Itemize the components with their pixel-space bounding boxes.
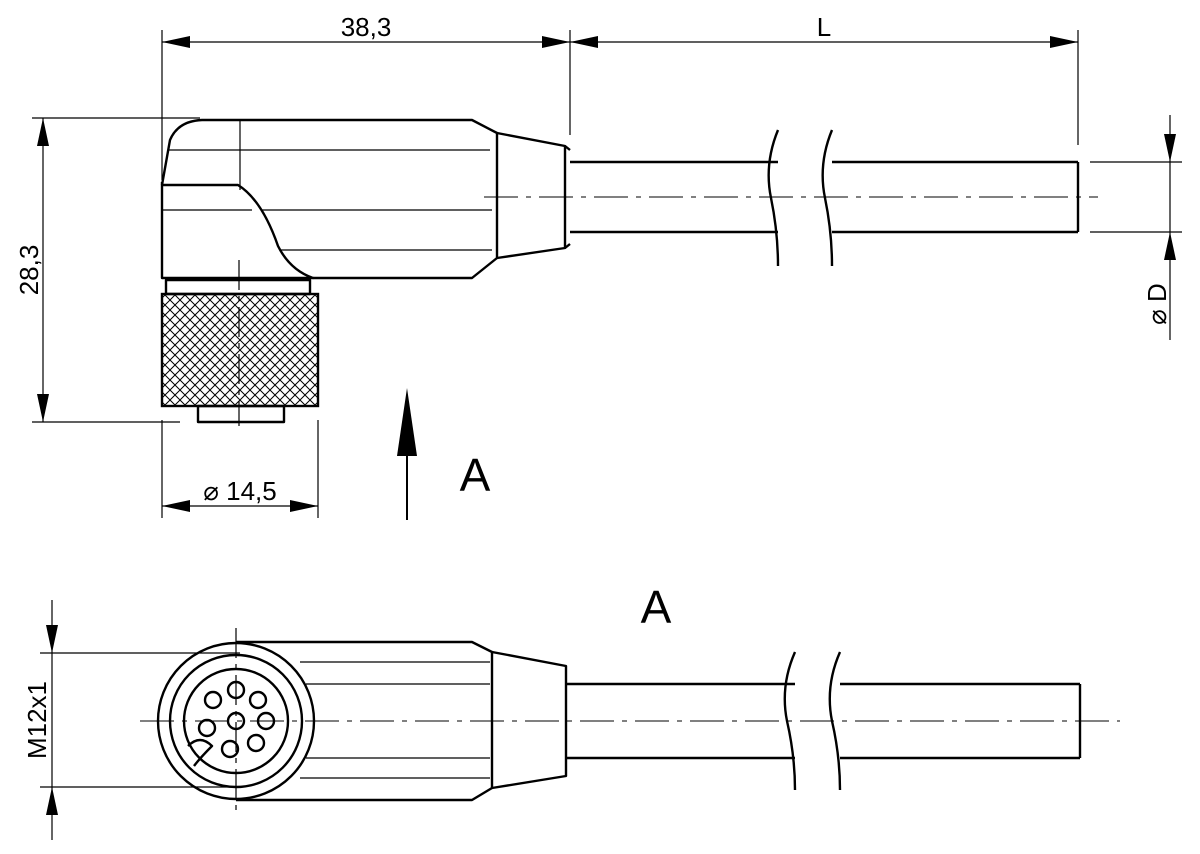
dimension-14-5-label: ⌀ 14,5 [203, 476, 276, 506]
view-arrow-label: A [460, 449, 491, 501]
connector-face [156, 628, 316, 814]
side-view: 38,3 L 28,3 [14, 12, 1182, 520]
view-a: A M12x1 [22, 581, 1120, 840]
dimension-thread-label: M12x1 [22, 681, 52, 759]
cable-side [484, 129, 1098, 267]
dimension-length-l-label: L [817, 12, 831, 42]
dimension-28-3: 28,3 [14, 117, 200, 423]
knurled-coupling-nut [160, 260, 320, 426]
dimension-length-l: L [570, 12, 1079, 145]
dimension-cable-diameter-label: ⌀ D [1142, 283, 1172, 325]
dimension-14-5: ⌀ 14,5 [161, 420, 319, 518]
cable-view-a [140, 651, 1120, 791]
dimension-28-3-label: 28,3 [14, 245, 44, 296]
view-a-title: A [641, 581, 672, 633]
connector-body [160, 118, 571, 280]
connector-body-view-a [236, 640, 568, 802]
view-arrow-a: A [397, 388, 491, 520]
dimension-38-3-label: 38,3 [341, 12, 392, 42]
dimension-38-3: 38,3 [161, 12, 571, 180]
dimension-thread-m12x1: M12x1 [22, 600, 240, 840]
dimension-cable-diameter: ⌀ D [1090, 115, 1182, 340]
